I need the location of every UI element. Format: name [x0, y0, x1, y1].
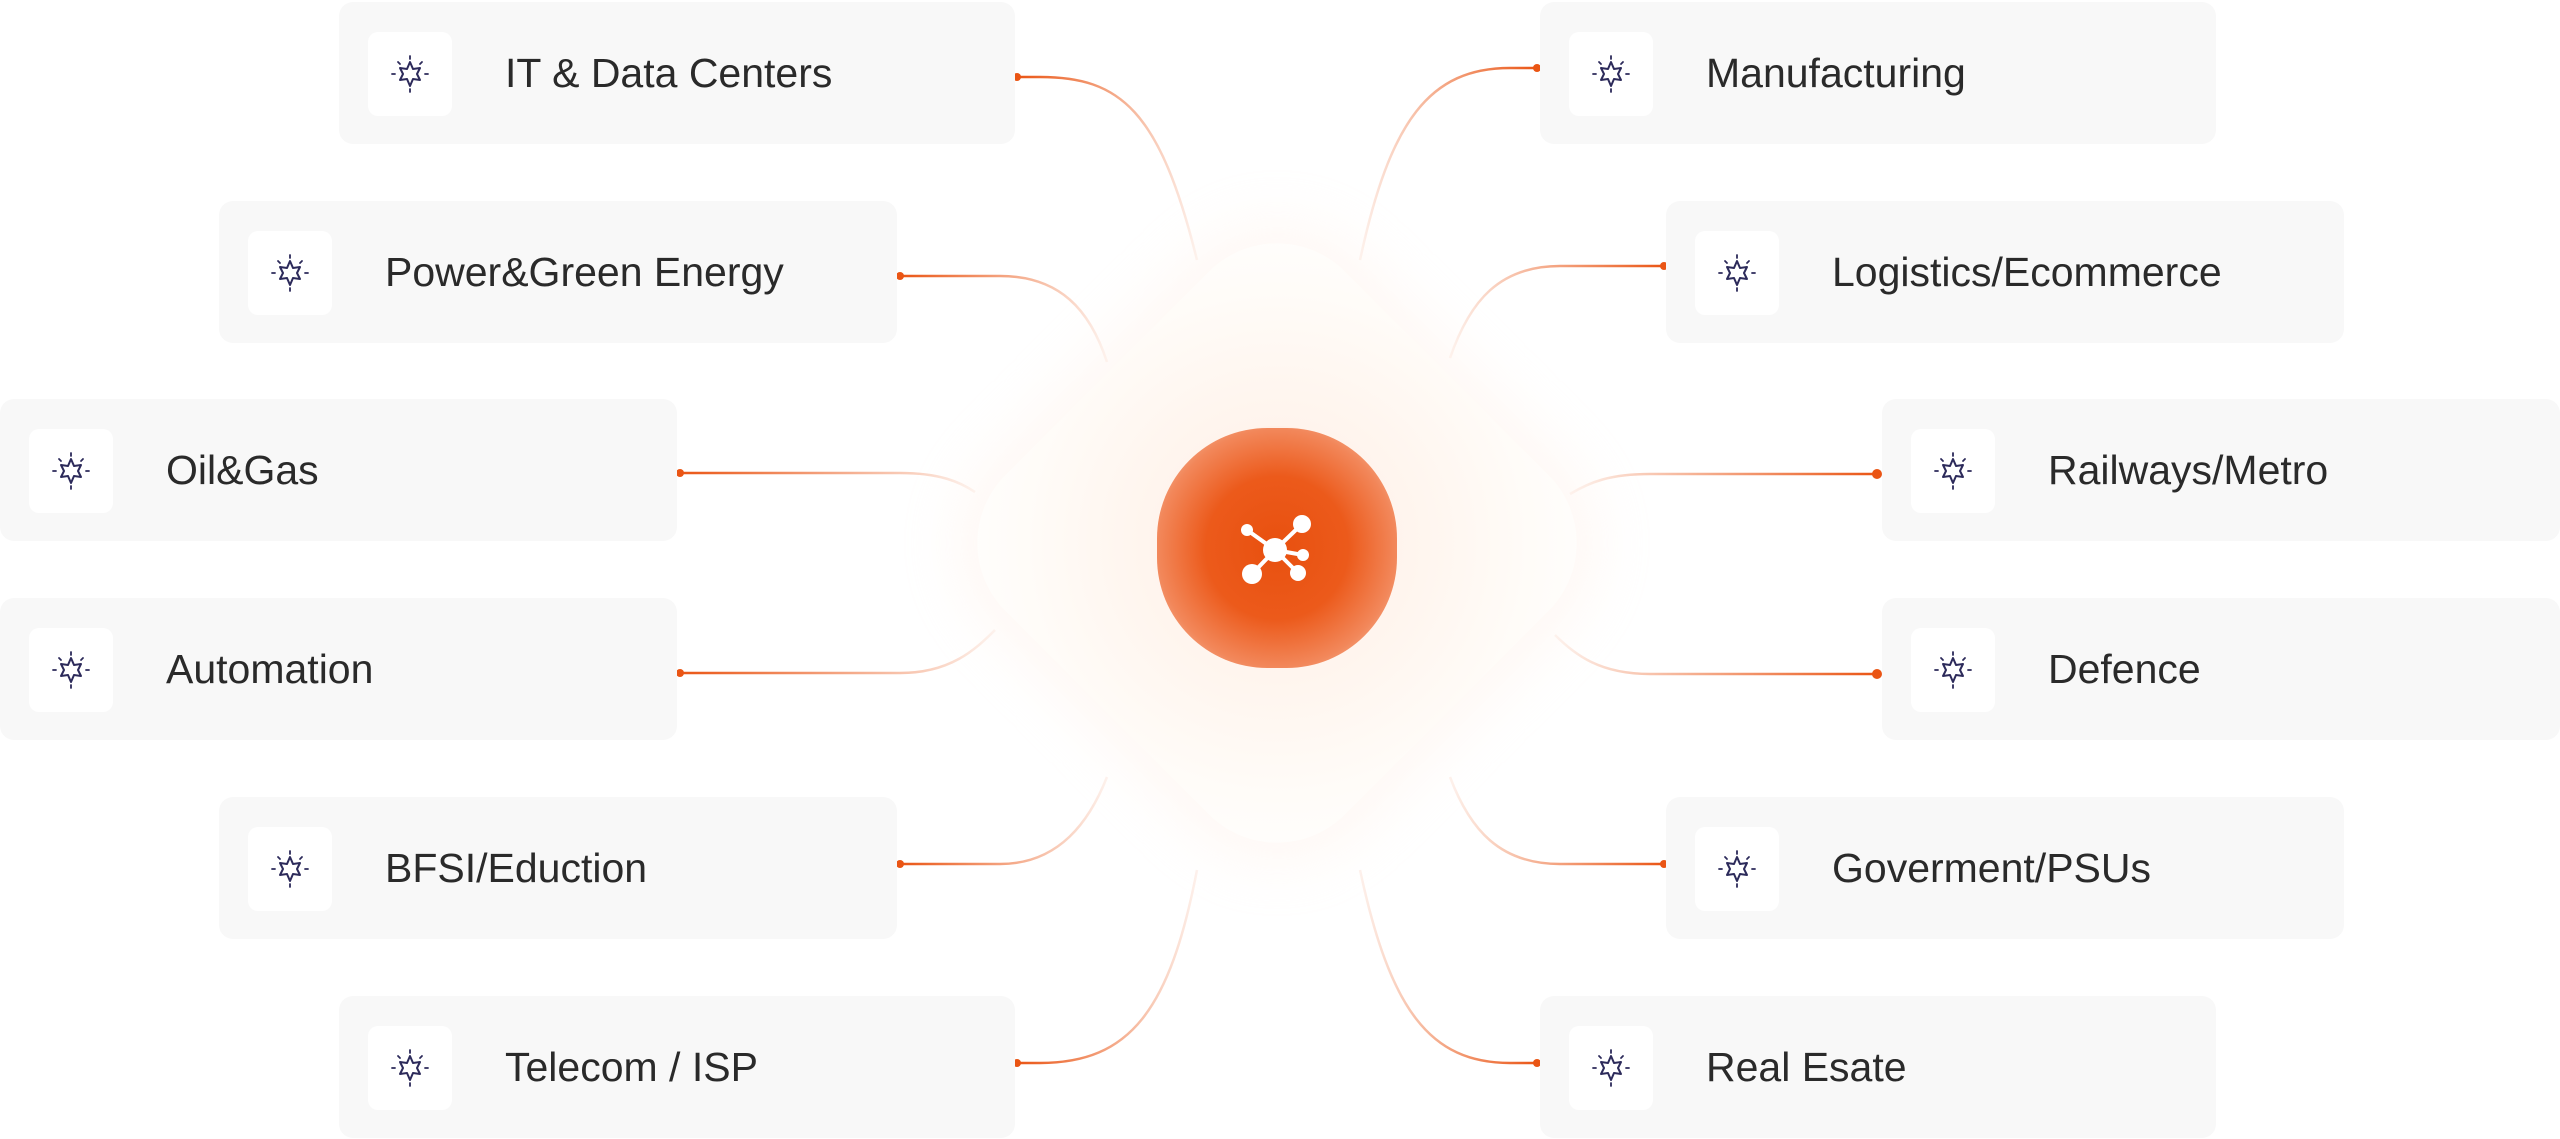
sparkle-badge-icon [1592, 1049, 1630, 1087]
connector-telecom-isp [1017, 869, 1199, 1065]
category-label: Manufacturing [1706, 50, 1966, 96]
category-icon-box [29, 628, 113, 712]
connector-dot [896, 272, 904, 280]
sparkle-badge-icon [391, 1049, 429, 1087]
category-card-real-esate[interactable]: Real Esate [1540, 996, 2216, 1138]
category-card-bfsi-eduction[interactable]: BFSI/Eduction [219, 797, 897, 939]
category-icon-box [1911, 628, 1995, 712]
connector-dot [676, 469, 684, 477]
connector-manufacturing [1358, 66, 1537, 261]
category-card-it-data-centers[interactable]: IT & Data Centers [339, 2, 1015, 144]
connector-goverment-psus [1448, 776, 1664, 866]
category-card-goverment-psus[interactable]: Goverment/PSUs [1666, 797, 2344, 939]
connector-dot [1533, 1059, 1541, 1067]
hub-node [1157, 428, 1397, 668]
connector-it-data-centers [1017, 75, 1199, 261]
category-label: BFSI/Eduction [385, 845, 648, 891]
category-card-railways-metro[interactable]: Railways/Metro [1882, 399, 2560, 541]
connector-automation [680, 629, 996, 675]
category-icon-box [368, 1026, 452, 1110]
category-card-defence[interactable]: Defence [1882, 598, 2560, 740]
category-label: Defence [2048, 646, 2201, 692]
sparkle-badge-icon [1718, 254, 1756, 292]
connector-dot [1872, 669, 1882, 679]
sparkle-badge-icon [52, 452, 90, 490]
connector-power-green-energy [900, 274, 1109, 363]
category-label: Railways/Metro [2048, 447, 2329, 493]
connector-dot [1872, 469, 1882, 479]
network-icon [1241, 515, 1311, 584]
sparkle-badge-icon [1718, 850, 1756, 888]
connector-dot [1013, 1059, 1021, 1067]
category-icon-box [29, 429, 113, 513]
category-label: IT & Data Centers [505, 50, 833, 96]
category-card-manufacturing[interactable]: Manufacturing [1540, 2, 2216, 144]
sparkle-badge-icon [1592, 55, 1630, 93]
category-icon-box [1569, 32, 1653, 116]
category-icon-box [1569, 1026, 1653, 1110]
category-label: Telecom / ISP [505, 1044, 758, 1090]
category-icon-box [248, 827, 332, 911]
sparkle-badge-icon [52, 651, 90, 689]
category-card-logistics-ecommerce[interactable]: Logistics/Ecommerce [1666, 201, 2344, 343]
sparkle-badge-icon [391, 55, 429, 93]
category-label: Goverment/PSUs [1832, 845, 2151, 891]
connector-defence [1554, 634, 1877, 676]
category-label: Oil&Gas [166, 447, 319, 493]
sparkle-badge-icon [271, 254, 309, 292]
connector-oil-gas [680, 471, 976, 494]
category-label: Power&Green Energy [385, 249, 784, 295]
sparkle-badge-icon [1934, 651, 1972, 689]
connector-real-esate [1358, 869, 1537, 1065]
category-icon-box [1911, 429, 1995, 513]
connector-bfsi-eduction [900, 776, 1109, 866]
sparkle-badge-icon [271, 850, 309, 888]
category-card-automation[interactable]: Automation [0, 598, 677, 740]
category-icon-box [248, 231, 332, 315]
category-label: Automation [166, 646, 374, 692]
category-card-power-green-energy[interactable]: Power&Green Energy [219, 201, 897, 343]
category-card-oil-gas[interactable]: Oil&Gas [0, 399, 677, 541]
category-icon-box [368, 32, 452, 116]
connector-logistics-ecommerce [1448, 264, 1664, 359]
category-icon-box [1695, 231, 1779, 315]
connector-dot [676, 669, 684, 677]
category-label: Real Esate [1706, 1044, 1907, 1090]
connector-dot [1013, 73, 1021, 81]
category-icon-box [1695, 827, 1779, 911]
category-card-telecom-isp[interactable]: Telecom / ISP [339, 996, 1015, 1138]
connector-dot [1533, 64, 1541, 72]
connector-railways-metro [1569, 472, 1877, 496]
sparkle-badge-icon [1934, 452, 1972, 490]
category-label: Logistics/Ecommerce [1832, 249, 2222, 295]
connector-dot [896, 860, 904, 868]
